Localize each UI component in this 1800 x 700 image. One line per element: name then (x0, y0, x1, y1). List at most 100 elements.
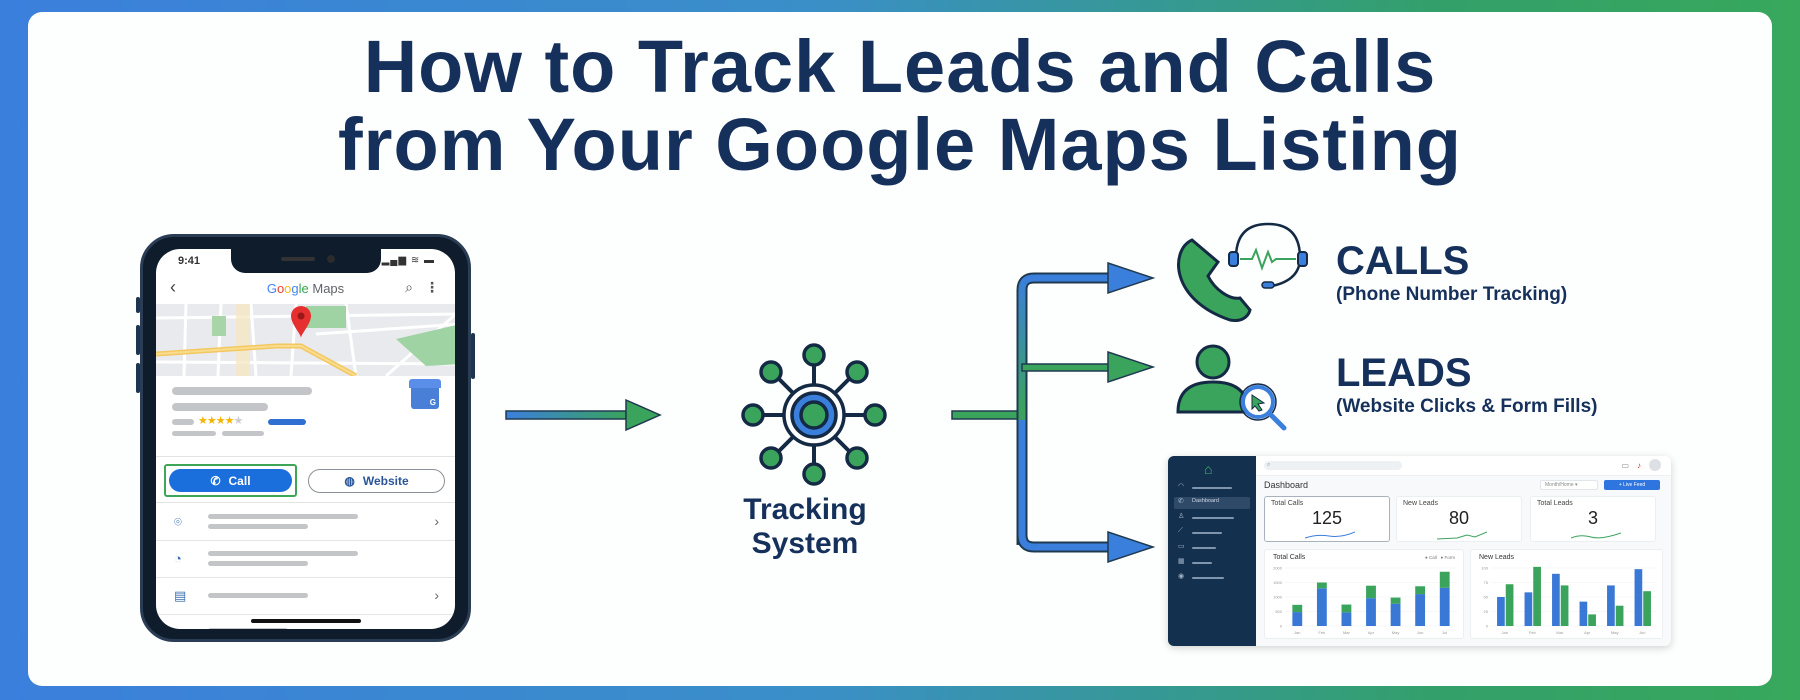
svg-text:Jul: Jul (1442, 630, 1447, 635)
svg-text:Mar: Mar (1556, 630, 1564, 635)
phone-volume-down (136, 363, 140, 393)
kpi-total-leads[interactable]: Total Leads 3 (1530, 496, 1656, 542)
kpi-value: 80 (1448, 508, 1470, 528)
dashboard-topbar: ⌕ ▭ ♪ (1256, 456, 1671, 476)
message-icon: ▭ (174, 625, 186, 629)
avatar[interactable] (1649, 459, 1661, 471)
svg-text:50: 50 (1484, 595, 1489, 600)
detail-placeholder (172, 431, 216, 436)
info-row-hours[interactable]: ◔ (156, 541, 455, 578)
kpi-value: 3 (1587, 508, 1598, 528)
live-feed-button[interactable]: + Live Feed (1604, 480, 1660, 490)
svg-text:0: 0 (1280, 624, 1283, 629)
sidebar-item-settings[interactable]: ◉ (1174, 572, 1250, 584)
svg-text:1000: 1000 (1273, 595, 1283, 600)
svg-text:Feb: Feb (1318, 630, 1326, 635)
dashboard-heading: Dashboard (1264, 480, 1309, 490)
website-button-label: Website (362, 474, 409, 488)
sidebar-item-calendar[interactable]: ▦ (1174, 557, 1250, 569)
svg-text:2000: 2000 (1273, 566, 1283, 571)
website-button[interactable]: ◍ Website (308, 469, 445, 493)
sidebar-item-dashboard[interactable]: ✆Dashboard (1174, 497, 1250, 509)
call-button-highlight: ✆ Call (164, 464, 297, 497)
svg-text:25: 25 (1484, 609, 1489, 614)
phone-volume-up (136, 325, 140, 355)
svg-text:Jun: Jun (1639, 630, 1645, 635)
kpi-value: 125 (1311, 508, 1343, 528)
chart-title: New Leads (1479, 554, 1515, 561)
menu-card-icon: ▤ (174, 588, 187, 603)
chart-title: Total Calls (1273, 554, 1306, 561)
arrow-to-tracking-system (505, 398, 662, 432)
svg-text:Mar: Mar (1343, 630, 1351, 635)
info-row-address[interactable]: ⌾ › (156, 504, 455, 541)
sidebar-item-headset[interactable]: ◠ (1174, 482, 1250, 494)
sparkline (1305, 531, 1355, 539)
info-row-menu[interactable]: ▤ › (156, 578, 455, 615)
page-title: How to Track Leads and Calls from Your G… (0, 28, 1800, 184)
status-time: 9:41 (178, 255, 201, 267)
business-profile-icon: G (409, 379, 441, 409)
sparkline (1437, 531, 1487, 540)
map-view[interactable] (156, 304, 455, 376)
call-button[interactable]: ✆ Call (169, 469, 292, 492)
reviews-link-placeholder[interactable] (268, 419, 306, 425)
svg-text:May: May (1392, 630, 1400, 635)
leads-title: LEADS (1336, 351, 1472, 395)
maps-app-bar: ‹ Google Maps ⌕ ⋮ (156, 275, 455, 303)
svg-text:Jun: Jun (1417, 630, 1423, 635)
leads-subtitle: (Website Clicks & Form Fills) (1336, 396, 1598, 417)
sidebar-item-cards[interactable]: ▭ (1174, 542, 1250, 554)
home-indicator (250, 619, 361, 623)
dashboard-search-input[interactable]: ⌕ (1264, 461, 1402, 470)
phone-screen: 9:41 ▂▄▆ ≋ ▬ ‹ Google Maps ⌕ ⋮ (156, 249, 455, 629)
svg-text:Jan: Jan (1502, 630, 1508, 635)
period-select[interactable]: Month/Home ▾ (1540, 480, 1598, 490)
phone-mockup: 9:41 ▂▄▆ ≋ ▬ ‹ Google Maps ⌕ ⋮ (136, 234, 475, 642)
branching-arrows (951, 261, 1156, 564)
inbox-icon[interactable]: ▭ (1621, 460, 1629, 470)
svg-text:Apr: Apr (1584, 630, 1591, 635)
more-vertical-icon[interactable]: ⋮ (425, 279, 439, 295)
card-icon: ▭ (1178, 543, 1185, 550)
text-placeholder (208, 524, 308, 529)
svg-text:0: 0 (1486, 624, 1489, 629)
calendar-icon: ▦ (1178, 558, 1185, 565)
call-button-label: Call (228, 473, 251, 488)
kpi-total-calls[interactable]: Total Calls 125 (1264, 496, 1390, 542)
sidebar-item-analytics[interactable]: ⟋ (1174, 527, 1250, 539)
text-placeholder (208, 628, 288, 629)
svg-text:500: 500 (1275, 609, 1282, 614)
chevron-right-icon: › (434, 513, 439, 529)
svg-text:Feb: Feb (1529, 630, 1537, 635)
hub-label-line-1: Tracking (743, 493, 867, 526)
phone-headset-icon (1177, 222, 1308, 322)
calls-title: CALLS (1336, 239, 1470, 283)
back-chevron-icon[interactable]: ‹ (170, 277, 176, 297)
user-search-icon (1176, 344, 1287, 431)
phone-notch (230, 249, 381, 273)
gear-icon: ◉ (1178, 573, 1185, 580)
star-rating-icon: ★★★★★ (198, 415, 243, 427)
business-category-placeholder (172, 403, 268, 411)
svg-text:1500: 1500 (1273, 580, 1283, 585)
info-row-message[interactable]: ▭ (156, 615, 455, 629)
phone-icon: ✆ (210, 473, 221, 488)
phone-side-button (136, 297, 140, 313)
notification-bell-icon[interactable]: ♪ (1637, 460, 1641, 470)
search-icon[interactable]: ⌕ (405, 279, 413, 295)
home-logo-icon[interactable]: ⌂ (1204, 461, 1213, 477)
kpi-new-leads[interactable]: New Leads 80 (1396, 496, 1522, 542)
map-graphic (156, 304, 455, 376)
kpi-label: Total Leads (1537, 500, 1573, 507)
svg-text:May: May (1611, 630, 1619, 635)
text-placeholder (208, 551, 358, 556)
sidebar-item-users[interactable]: ♙ (1174, 512, 1250, 524)
rating-number-placeholder (172, 419, 194, 425)
status-icons: ▂▄▆ ≋ ▬ (381, 255, 435, 266)
